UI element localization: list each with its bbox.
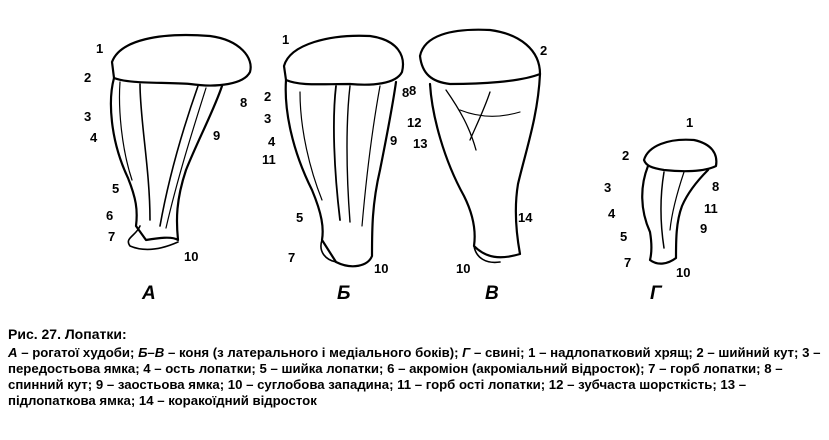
scapula-g <box>641 138 718 265</box>
label-b-2: 2 <box>264 89 272 104</box>
caption-text-g: – свині; 1 – надлопатковий хрящ; 2 – ший… <box>8 345 821 408</box>
label-v-12: 12 <box>407 115 422 130</box>
caption-body: А – рогатої худоби; Б–В – коня (з латера… <box>8 345 820 408</box>
label-a-9: 9 <box>213 128 221 143</box>
caption-key-a: А <box>8 345 18 360</box>
figure-caption: Рис. 27. Лопатки: А – рогатої худоби; Б–… <box>8 326 823 409</box>
label-g-9: 9 <box>700 221 708 236</box>
label-b-10: 10 <box>374 261 389 276</box>
label-b-1: 1 <box>282 32 290 47</box>
label-a-1: 1 <box>96 41 104 56</box>
label-g-8: 8 <box>712 179 720 194</box>
caption-text-bv: – коня (з латерального і медіального бок… <box>164 345 463 360</box>
label-v-8: 8 <box>409 83 417 98</box>
label-b-9: 9 <box>390 133 398 148</box>
label-b-7: 7 <box>288 250 296 265</box>
label-g-3: 3 <box>604 180 612 195</box>
label-v-2: 2 <box>540 43 548 58</box>
panel-letter-g: Г <box>650 283 662 304</box>
label-b-5: 5 <box>296 210 304 225</box>
scapulae-drawing <box>109 28 718 268</box>
label-a-3: 3 <box>84 109 92 124</box>
label-g-4: 4 <box>608 206 616 221</box>
scapula-g-blade <box>641 164 710 265</box>
label-v-13: 13 <box>413 136 428 151</box>
label-a-8: 8 <box>240 95 248 110</box>
label-g-2: 2 <box>622 148 630 163</box>
label-b-3: 3 <box>264 111 272 126</box>
label-g-7: 7 <box>624 255 632 270</box>
caption-title: Рис. 27. Лопатки: <box>8 326 127 342</box>
label-g-11: 11 <box>704 201 718 216</box>
label-a-5: 5 <box>112 181 120 196</box>
scapula-b-cartilage <box>282 34 405 86</box>
label-b-4: 4 <box>268 134 276 149</box>
label-a-6: 6 <box>106 208 114 223</box>
label-a-2: 2 <box>84 70 92 85</box>
label-b-8: 8 <box>402 85 410 100</box>
panel-letter-a: А <box>142 283 156 304</box>
scapula-v-cartilage <box>418 28 542 86</box>
label-a-10: 10 <box>184 249 199 264</box>
label-g-5: 5 <box>620 229 628 244</box>
label-g-10: 10 <box>676 265 691 280</box>
scapula-a <box>109 33 252 251</box>
caption-text-a: – рогатої худоби; <box>17 345 139 360</box>
label-v-10: 10 <box>456 261 471 276</box>
scapula-b-blade <box>284 78 398 268</box>
label-a-4: 4 <box>90 130 98 145</box>
scapula-b <box>282 34 405 268</box>
label-v-14: 14 <box>518 210 533 225</box>
scapula-v <box>418 28 542 264</box>
label-b-11: 11 <box>262 152 276 167</box>
scapula-g-cartilage <box>642 138 718 173</box>
caption-key-g: Г <box>462 345 471 360</box>
label-g-1: 1 <box>686 115 694 130</box>
panel-letter-v: В <box>485 283 499 304</box>
scapula-a-blade <box>109 76 224 242</box>
scapula-a-cartilage <box>110 33 252 87</box>
panel-letter-b: Б <box>337 283 351 304</box>
caption-key-bv: Б–В <box>138 345 165 360</box>
scapulae-figure: 1 2 3 4 5 6 7 8 9 10 1 2 3 4 11 5 7 8 9 … <box>84 28 720 304</box>
label-a-7: 7 <box>108 229 116 244</box>
scapula-v-blade <box>428 72 542 259</box>
